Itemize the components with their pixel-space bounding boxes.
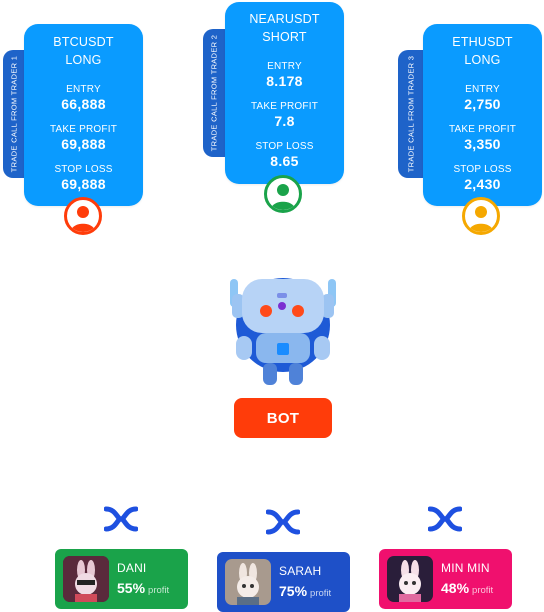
bot-button[interactable]: BOT — [234, 398, 332, 438]
trader-1-tab: TRADE CALL FROM TRADER 1 — [3, 50, 24, 178]
trader-2-tab-label: TRADE CALL FROM TRADER 2 — [209, 34, 219, 152]
trader-1-entry-value: 66,888 — [61, 96, 106, 112]
trader-3-tab: TRADE CALL FROM TRADER 3 — [398, 50, 423, 178]
user-name: MIN MIN — [441, 561, 490, 575]
trader-3-tp-label: TAKE PROFIT — [448, 124, 517, 135]
trader-1-pair: BTCUSDT — [53, 35, 114, 49]
trader-1-tab-label: TRADE CALL FROM TRADER 1 — [9, 55, 18, 173]
trader-1-card[interactable]: BTCUSDT LONG ENTRY 66,888 TAKE PROFIT 69… — [24, 24, 143, 206]
user-card-sarah[interactable]: SARAH 75%profit — [217, 552, 350, 612]
user-card-dani[interactable]: DANI 55%profit — [55, 549, 188, 609]
trader-3-tab-label: TRADE CALL FROM TRADER 3 — [406, 55, 415, 173]
trader-3-entry-label: ENTRY — [465, 84, 500, 95]
user-profit-percent: 48%profit — [441, 580, 494, 596]
trader-2-pair: NEARUSDT — [249, 12, 320, 26]
trader-1-sl-label: STOP LOSS — [54, 164, 113, 175]
trader-3-sl-label: STOP LOSS — [453, 164, 512, 175]
trader-2-tp-label: TAKE PROFIT — [250, 101, 319, 112]
trader-2-side: SHORT — [262, 30, 307, 44]
trader-2-sl-value: 8.65 — [270, 153, 299, 169]
trader-2-tp-value: 7.8 — [274, 113, 295, 129]
trader-3-entry-value: 2,750 — [464, 96, 501, 112]
user-card-min-min[interactable]: MIN MIN 48%profit — [379, 549, 512, 609]
trader-2-avatar-icon[interactable] — [264, 175, 302, 213]
trader-1-side: LONG — [65, 53, 102, 67]
trader-3-side: LONG — [464, 53, 501, 67]
trader-3-card[interactable]: ETHUSDT LONG ENTRY 2,750 TAKE PROFIT 3,3… — [423, 24, 542, 206]
robot-icon — [226, 270, 340, 390]
trader-1-entry-label: ENTRY — [66, 84, 101, 95]
user-profit-percent: 55%profit — [117, 580, 170, 596]
trader-2-card[interactable]: NEARUSDT SHORT ENTRY 8.178 TAKE PROFIT 7… — [225, 2, 344, 184]
trader-2-entry-label: ENTRY — [267, 61, 302, 72]
trader-2-sl-label: STOP LOSS — [255, 141, 314, 152]
cross-arrows-icon — [103, 506, 139, 532]
trader-1-tp-label: TAKE PROFIT — [49, 124, 118, 135]
trader-1-tp-value: 69,888 — [61, 136, 106, 152]
trader-3-sl-value: 2,430 — [464, 176, 501, 192]
avatar — [225, 559, 271, 605]
trader-1-sl-value: 69,888 — [61, 176, 106, 192]
avatar — [63, 556, 109, 602]
trader-2-tab: TRADE CALL FROM TRADER 2 — [203, 29, 225, 157]
trader-3-pair: ETHUSDT — [452, 35, 513, 49]
trader-3-tp-value: 3,350 — [464, 136, 501, 152]
avatar — [387, 556, 433, 602]
cross-arrows-icon — [265, 509, 301, 535]
user-name: DANI — [117, 561, 147, 575]
cross-arrows-icon — [427, 506, 463, 532]
user-profit-percent: 75%profit — [279, 583, 332, 599]
trader-3-avatar-icon[interactable] — [462, 197, 500, 235]
user-name: SARAH — [279, 564, 322, 578]
trader-2-entry-value: 8.178 — [266, 73, 303, 89]
trader-1-avatar-icon[interactable] — [64, 197, 102, 235]
